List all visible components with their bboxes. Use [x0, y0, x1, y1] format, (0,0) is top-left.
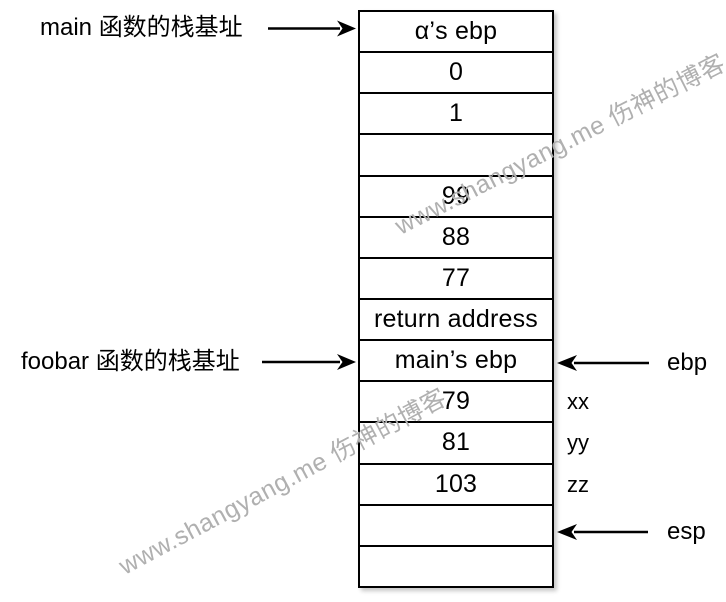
stack-cell-return-address: return address: [360, 300, 552, 342]
var-label-yy: yy: [567, 430, 589, 455]
stack-cell-88: 88: [360, 218, 552, 259]
stack-cell-alpha-ebp: α’s ebp: [360, 12, 552, 54]
stack-cell-mains-ebp: main’s ebp: [360, 341, 552, 383]
main-stack-base-label: main 函数的栈基址: [40, 14, 243, 41]
stack-memory-table: α’s ebp 0 1 99 88 77 return address main…: [358, 10, 554, 588]
stack-cell-99: 99: [360, 177, 552, 218]
stack-cell-103: 103: [360, 465, 552, 506]
stack-cell-1: 1: [360, 94, 552, 136]
stack-cell-empty-esp: [360, 506, 552, 547]
stack-cell-empty-bottom: [360, 547, 552, 586]
foobar-base-arrow: [262, 354, 356, 370]
esp-register-label: esp: [667, 518, 706, 545]
var-label-xx: xx: [567, 389, 589, 414]
stack-cell-81: 81: [360, 423, 552, 465]
foobar-stack-base-label: foobar 函数的栈基址: [21, 348, 240, 375]
ebp-register-label: ebp: [667, 349, 708, 376]
stack-cell-77: 77: [360, 259, 552, 300]
stack-cell-79: 79: [360, 382, 552, 424]
stack-cell-empty-1: [360, 135, 552, 177]
ebp-arrow: [557, 355, 649, 371]
esp-arrow: [557, 524, 648, 540]
var-label-zz: zz: [567, 472, 589, 497]
main-base-arrow: [268, 20, 356, 37]
stack-cell-0: 0: [360, 53, 552, 95]
